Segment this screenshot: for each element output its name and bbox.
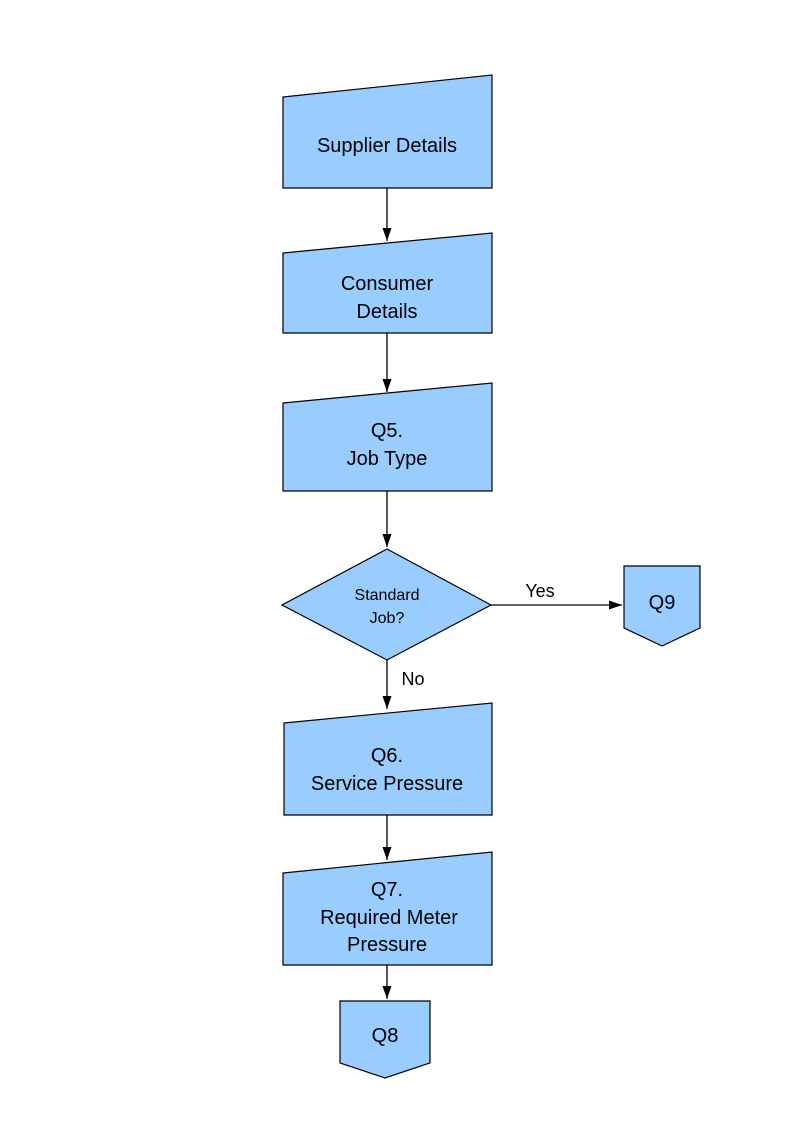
node-q6-service-pressure: Q6. Service Pressure <box>283 702 493 816</box>
connector-q8: Q8 <box>339 1000 431 1079</box>
q8-shape <box>339 1000 431 1079</box>
standard-job-label-line2: Job? <box>370 610 405 627</box>
node-supplier-details: Supplier Details <box>282 74 493 189</box>
supplier-details-label: Supplier Details <box>317 135 457 157</box>
q8-label: Q8 <box>372 1025 399 1047</box>
q7-label-line3: Pressure <box>347 934 427 956</box>
consumer-details-label-line1: Consumer <box>341 273 434 295</box>
q5-label-line1: Q5. <box>371 420 403 442</box>
supplier-details-shape <box>282 74 493 189</box>
q7-label-line2: Required Meter <box>320 907 458 929</box>
consumer-details-label-line2: Details <box>356 301 417 323</box>
standard-job-label-line1: Standard <box>355 587 420 604</box>
connector-q9: Q9 <box>623 565 701 647</box>
q6-label-line2: Service Pressure <box>311 773 463 795</box>
q7-required-meter-pressure-shape <box>282 851 493 966</box>
standard-job-diamond-shape <box>280 548 493 661</box>
edge-label-yes: Yes <box>525 581 554 601</box>
node-q7-required-meter-pressure: Q7. Required Meter Pressure <box>282 851 493 966</box>
q6-label-line1: Q6. <box>371 745 403 767</box>
q5-label-line2: Job Type <box>347 448 428 470</box>
edge-label-no: No <box>401 669 424 689</box>
decision-standard-job: Standard Job? <box>280 548 493 661</box>
q9-shape <box>623 565 701 647</box>
node-consumer-details: Consumer Details <box>282 232 493 334</box>
q7-label-line1: Q7. <box>371 879 403 901</box>
node-q5-job-type: Q5. Job Type <box>282 382 493 492</box>
q9-label: Q9 <box>649 592 676 614</box>
q5-job-type-shape <box>282 382 493 492</box>
q6-service-pressure-shape <box>283 702 493 816</box>
consumer-details-shape <box>282 232 493 334</box>
